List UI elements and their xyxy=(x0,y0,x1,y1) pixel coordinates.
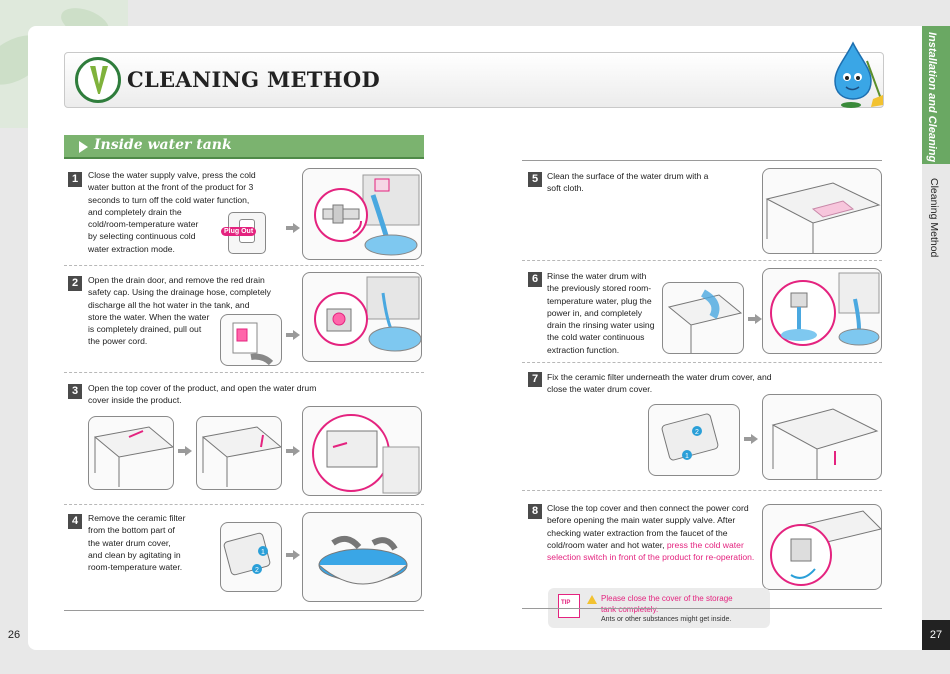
plug-out-label: Plug Out xyxy=(221,227,257,236)
step-2-text: Open the drain door, and remove the red … xyxy=(88,275,271,347)
tip-note: Ants or other substances might get insid… xyxy=(601,616,732,623)
arrow-icon xyxy=(748,314,762,324)
step-1-text: Close the water supply valve, press the … xyxy=(88,170,256,254)
step-number-7: 7 xyxy=(528,372,542,387)
callout-2-label: 2 xyxy=(695,429,699,436)
tab-installation-and-cleaning[interactable]: Installation and Cleaning xyxy=(922,26,950,164)
step-number-4: 4 xyxy=(68,514,82,529)
tab-cleaning-method[interactable]: Cleaning Method xyxy=(922,164,950,620)
step-number-1: 1 xyxy=(68,172,82,187)
section-title: Inside water tank xyxy=(94,137,232,153)
step-6-illustration-b xyxy=(762,268,882,354)
arrow-icon xyxy=(286,223,300,233)
step-8-illustration xyxy=(762,504,882,590)
arrow-icon xyxy=(744,434,758,444)
step-1-illustration xyxy=(302,168,422,260)
step-6-illustration-a xyxy=(662,282,744,354)
step-2-small-illustration xyxy=(220,314,282,366)
step-5-text: Clean the surface of the water drum with… xyxy=(547,171,709,194)
step-number-2: 2 xyxy=(68,276,82,291)
tip-icon: TIP xyxy=(558,594,580,618)
water-drop-mascot-icon xyxy=(834,41,883,108)
arrow-icon xyxy=(286,446,300,456)
step-5-illustration xyxy=(762,168,882,254)
page-number-left: 26 xyxy=(7,629,21,641)
callout-1-label: 1 xyxy=(685,453,689,460)
page-header: CLEANING METHOD xyxy=(64,41,884,108)
warning-icon xyxy=(587,595,597,604)
step-8-text: Close the top cover and then connect the… xyxy=(547,503,755,563)
arrow-icon xyxy=(286,550,300,560)
step-3-illustration-a xyxy=(88,416,174,490)
plug-out-illustration: Plug Out xyxy=(221,212,266,254)
step-number-6: 6 xyxy=(528,272,542,287)
step-2-illustration xyxy=(302,272,422,362)
step-3-text: Open the top cover of the product, and o… xyxy=(88,383,317,406)
section-heading: Inside water tank xyxy=(64,135,424,159)
divider xyxy=(522,160,882,161)
step-7-text: Fix the ceramic filter underneath the wa… xyxy=(547,372,772,395)
step-number-8: 8 xyxy=(528,504,542,519)
step-4-illustration xyxy=(302,512,422,602)
step-number-5: 5 xyxy=(528,172,542,187)
cleaning-logo-icon xyxy=(75,57,121,103)
step-3-illustration-b xyxy=(196,416,282,490)
page-title: CLEANING METHOD xyxy=(127,67,380,92)
callout-2-label: 2 xyxy=(255,567,259,574)
step-3-illustration-c xyxy=(302,406,422,496)
callout-1-label: 1 xyxy=(261,549,265,556)
step-7-illustration-b xyxy=(762,394,882,480)
step-7-illustration-a: 2 1 xyxy=(648,404,740,476)
manual-spread: CLEANING METHOD Inside water tank 1 Clos… xyxy=(28,26,922,650)
step-number-3: 3 xyxy=(68,384,82,399)
step-4-small-illustration: 1 2 xyxy=(220,522,282,592)
arrow-icon xyxy=(286,330,300,340)
arrow-icon xyxy=(178,446,192,456)
page-number-right: 27 xyxy=(922,620,950,650)
